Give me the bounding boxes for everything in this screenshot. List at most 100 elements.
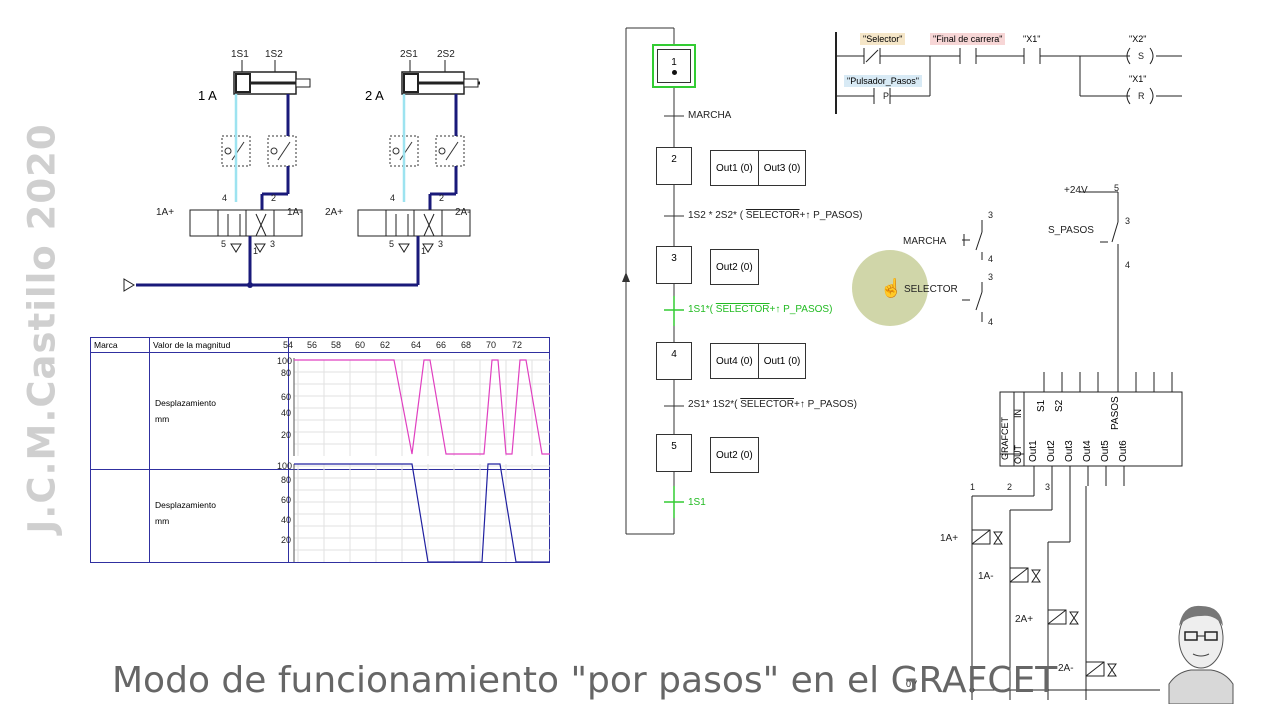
port-1-v2: 1 bbox=[421, 246, 427, 256]
step-3-actions: Out2 (0) bbox=[710, 249, 759, 285]
sensor-2s2-label: 2S2 bbox=[437, 49, 455, 60]
coil-2a-plus: 2A+ bbox=[1015, 614, 1034, 625]
valve-1a-minus-label: 1A- bbox=[287, 207, 303, 218]
v24-label: +24V bbox=[1064, 185, 1088, 196]
block-input-s1: S1 bbox=[1036, 399, 1047, 412]
node-3: 3 bbox=[1125, 216, 1131, 226]
action-out1: Out1 (0) bbox=[763, 355, 801, 367]
port-2-v1: 2 bbox=[271, 193, 277, 203]
valve-2a-minus-label: 2A- bbox=[455, 207, 471, 218]
time-tick: 66 bbox=[436, 340, 447, 350]
tag-final-carrera: "Final de carrera" bbox=[930, 33, 1006, 45]
step-1-label: 1 bbox=[657, 49, 691, 83]
time-tick: 64 bbox=[411, 340, 422, 350]
y-tick: 60 bbox=[281, 495, 292, 505]
port-4-v1: 4 bbox=[222, 193, 228, 203]
step-2-actions: Out1 (0) Out3 (0) bbox=[710, 150, 807, 186]
y-tick: 80 bbox=[281, 475, 292, 485]
tag-x1: "X1" bbox=[1023, 34, 1041, 44]
transition-text: 2S1* 1S2*( bbox=[688, 399, 741, 410]
transition-text: +↑ P_PASOS) bbox=[799, 210, 863, 221]
col-marca: Marca bbox=[90, 337, 150, 353]
time-tick: 70 bbox=[486, 340, 497, 350]
sensor-2s1-label: 2S1 bbox=[400, 49, 418, 60]
time-tick: 72 bbox=[512, 340, 523, 350]
step-4-actions: Out4 (0) Out1 (0) bbox=[710, 343, 807, 379]
y-tick: 100 bbox=[277, 356, 293, 366]
action-out1: Out1 (0) bbox=[711, 151, 759, 185]
node-5: 5 bbox=[1114, 183, 1120, 193]
zero-volt-label: 0V bbox=[906, 679, 918, 689]
tag-selector: "Selector" bbox=[860, 33, 906, 45]
time-tick: 68 bbox=[461, 340, 472, 350]
node-3: 3 bbox=[988, 272, 994, 282]
row2-label: Desplazamiento bbox=[155, 499, 216, 510]
wire-2: 2 bbox=[1007, 482, 1013, 492]
contact-p-label: P bbox=[883, 91, 890, 101]
transition-4: 2S1* 1S2*( SELECTOR+↑ P_PASOS) bbox=[688, 399, 857, 410]
selector-label: SELECTOR bbox=[904, 284, 958, 295]
wire-3: 3 bbox=[1045, 482, 1051, 492]
active-token-icon bbox=[672, 70, 677, 75]
transition-text: +↑ P_PASOS) bbox=[769, 304, 833, 315]
watermark-text: J.C.M.Castillo 2020 bbox=[20, 123, 64, 534]
block-grafcet-label: GRAFCET bbox=[1000, 416, 1010, 460]
marcha-label: MARCHA bbox=[903, 236, 947, 247]
time-axis bbox=[288, 337, 550, 353]
sensor-1s1-label: 1S1 bbox=[231, 49, 249, 60]
transition-3: 1S1*( SELECTOR+↑ P_PASOS) bbox=[688, 304, 832, 315]
row2-unit: mm bbox=[155, 515, 170, 526]
block-output-4: Out4 bbox=[1082, 440, 1093, 462]
step-4: 4 bbox=[656, 342, 692, 380]
plot-line-cylinder-1 bbox=[294, 359, 550, 455]
valve-1a-plus-label: 1A+ bbox=[156, 207, 175, 218]
block-output-5: Out5 bbox=[1100, 440, 1111, 462]
transition-text: 1S2 * 2S2* ( bbox=[688, 210, 746, 221]
block-output-6: Out6 bbox=[1118, 440, 1129, 462]
y-tick: 40 bbox=[281, 515, 292, 525]
node-4: 4 bbox=[988, 254, 994, 264]
step-5-actions: Out2 (0) bbox=[710, 437, 759, 473]
time-tick: 56 bbox=[307, 340, 318, 350]
coil-2a-minus: 2A- bbox=[1058, 663, 1074, 674]
sensor-1s2-label: 1S2 bbox=[265, 49, 283, 60]
pneumatic-diagram bbox=[123, 60, 480, 292]
cylinder-2A bbox=[401, 60, 480, 95]
y-tick: 80 bbox=[281, 368, 292, 378]
step-5: 5 bbox=[656, 434, 692, 472]
y-tick: 20 bbox=[281, 430, 292, 440]
plot-line-cylinder-2 bbox=[294, 463, 550, 562]
presenter-avatar bbox=[1168, 605, 1234, 704]
port-5-v1: 5 bbox=[221, 239, 227, 249]
y-tick: 20 bbox=[281, 535, 292, 545]
transition-text: MARCHA bbox=[688, 110, 732, 121]
transition-negated: SELECTOR bbox=[745, 210, 800, 221]
block-out-label: OUT bbox=[1013, 445, 1023, 464]
valve-2 bbox=[357, 209, 471, 253]
port-4-v2: 4 bbox=[390, 193, 396, 203]
transition-text: +↑ P_PASOS) bbox=[794, 399, 857, 410]
tag-x1-reset: "X1" bbox=[1129, 74, 1147, 84]
block-output-1: Out1 bbox=[1028, 440, 1039, 462]
port-3-v1: 3 bbox=[270, 239, 276, 249]
wire-1: 1 bbox=[970, 482, 976, 492]
y-tick: 100 bbox=[277, 461, 293, 471]
transition-text: 1S1*( bbox=[688, 304, 716, 315]
s-pasos-label: S_PASOS bbox=[1048, 225, 1094, 236]
port-5-v2: 5 bbox=[389, 239, 395, 249]
flow-control-valves bbox=[221, 135, 465, 167]
node-4: 4 bbox=[988, 317, 994, 327]
coil-set-label: S bbox=[1138, 51, 1145, 61]
time-tick: 62 bbox=[380, 340, 391, 350]
transition-2: 1S2 * 2S2* ( SELECTOR+↑ P_PASOS) bbox=[688, 210, 862, 221]
step-3: 3 bbox=[656, 246, 692, 284]
transition-1: MARCHA bbox=[688, 110, 731, 121]
port-2-v2: 2 bbox=[439, 193, 445, 203]
transition-text: 1S1 bbox=[688, 497, 706, 508]
action-out3: Out3 (0) bbox=[763, 162, 801, 174]
time-tick: 58 bbox=[331, 340, 342, 350]
transition-negated: SELECTOR bbox=[740, 399, 794, 410]
time-tick: 54 bbox=[283, 340, 294, 350]
electrical-wiring bbox=[962, 191, 1183, 700]
coil-1a-plus: 1A+ bbox=[940, 533, 959, 544]
